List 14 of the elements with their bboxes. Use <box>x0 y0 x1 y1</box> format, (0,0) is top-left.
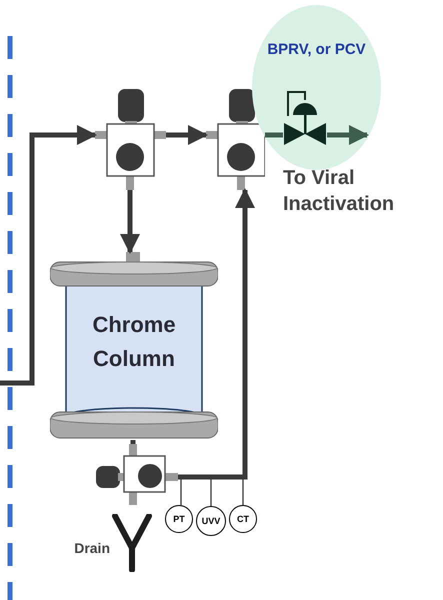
sensor-label: UVV <box>202 516 220 526</box>
flow-arrow <box>0 125 97 386</box>
column-label: Chrome Column <box>91 311 177 373</box>
sensor-label: PT <box>173 514 185 524</box>
drain-label: Drain <box>74 539 110 558</box>
destination-label: To Viral Inactivation <box>283 166 396 217</box>
flow-arrow <box>327 125 369 145</box>
sensor-label: CT <box>237 514 249 524</box>
pipe-line <box>130 440 136 444</box>
flow-arrow <box>178 188 255 480</box>
flow-arrow <box>120 190 140 254</box>
pipe-line <box>265 132 283 138</box>
flow-arrow <box>166 125 208 145</box>
valve-label: BPRV, or PCV <box>266 40 367 60</box>
